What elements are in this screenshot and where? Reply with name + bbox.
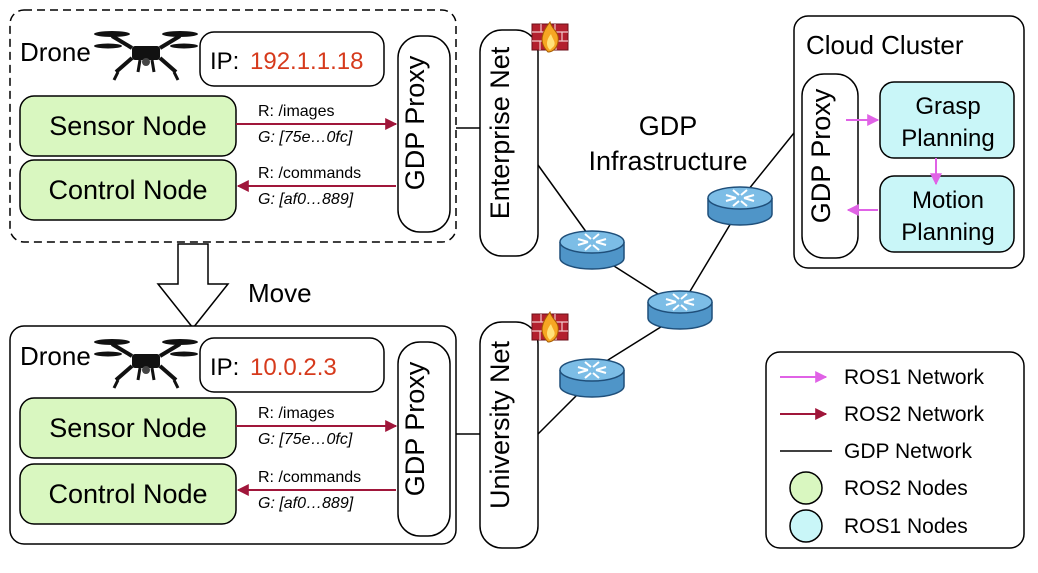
gdp-proxy-label: GDP Proxy (806, 88, 836, 223)
drone-group-top: Drone IP: 192.1.1.18 Sensor Node Control… (9, 9, 457, 243)
ip-label: IP: (210, 354, 239, 381)
ip-value: 10.0.2.3 (250, 354, 337, 381)
control-node[interactable] (19, 159, 237, 221)
motion-label-line1: Motion (912, 187, 984, 214)
university-net: University Net (479, 311, 569, 549)
move-label: Move (248, 278, 312, 308)
enterprise-net-label: Enterprise Net (485, 46, 515, 219)
legend: ROS1 Network ROS2 Network GDP Network RO… (765, 351, 1025, 549)
commands-guid: G: [af0…889] (258, 191, 354, 208)
gdp-proxy[interactable] (801, 73, 859, 259)
cloud-title: Cloud Cluster (806, 30, 964, 60)
router-icon (707, 186, 773, 226)
gdp-proxy-label: GDP Proxy (400, 361, 430, 496)
enterprise-net: Enterprise Net (479, 21, 569, 257)
control-node-label: Control Node (48, 175, 207, 205)
images-route: R: /images (258, 405, 334, 422)
firewall-icon (531, 21, 569, 53)
images-guid: G: [75e…0fc] (258, 431, 353, 448)
gdp-proxy[interactable] (397, 341, 451, 537)
drone-title: Drone (20, 341, 91, 371)
motion-label-line2: Planning (901, 219, 994, 246)
grasp-label-line2: Planning (901, 125, 994, 152)
gdp-proxy[interactable] (397, 35, 451, 233)
grasp-label-line1: Grasp (915, 93, 980, 120)
commands-guid: G: [af0…889] (258, 495, 354, 512)
legend-ros2-network: ROS2 Network (844, 403, 985, 426)
control-node[interactable] (19, 463, 237, 525)
images-route: R: /images (258, 103, 334, 120)
university-net-label: University Net (485, 340, 515, 509)
legend-ros2-nodes: ROS2 Nodes (844, 477, 968, 500)
sensor-node[interactable] (19, 95, 237, 157)
sensor-node[interactable] (19, 397, 237, 459)
images-guid: G: [75e…0fc] (258, 129, 353, 146)
gdp-proxy-label: GDP Proxy (400, 55, 430, 190)
sensor-node-label: Sensor Node (49, 111, 207, 141)
motion-planning-node[interactable] (879, 175, 1015, 253)
legend-ros1-nodes: ROS1 Nodes (844, 515, 968, 538)
router-icon (559, 230, 625, 270)
move-arrow: Move (156, 243, 312, 330)
drone-title: Drone (20, 37, 91, 67)
router-icon (647, 290, 713, 330)
legend-gdp-network: GDP Network (844, 440, 972, 463)
infrastructure-label-line1: GDP (639, 111, 698, 141)
router-icon (559, 358, 625, 398)
ip-value: 192.1.1.18 (250, 48, 363, 75)
grasp-planning-node[interactable] (879, 81, 1015, 159)
legend-ros2-nodes-swatch (789, 471, 823, 505)
commands-route: R: /commands (258, 469, 361, 486)
legend-ros1-nodes-swatch (789, 509, 823, 543)
firewall-icon (531, 311, 569, 343)
drone-group-bottom: Drone IP: 10.0.2.3 Sensor Node Control N… (9, 325, 457, 545)
ip-label: IP: (210, 48, 239, 75)
sensor-node-label: Sensor Node (49, 413, 207, 443)
commands-route: R: /commands (258, 165, 361, 182)
infrastructure-label-line2: Infrastructure (588, 146, 747, 176)
cloud-cluster: Cloud Cluster GDP Proxy Grasp Planning M… (793, 15, 1025, 269)
control-node-label: Control Node (48, 479, 207, 509)
legend-ros1-network: ROS1 Network (844, 366, 985, 389)
